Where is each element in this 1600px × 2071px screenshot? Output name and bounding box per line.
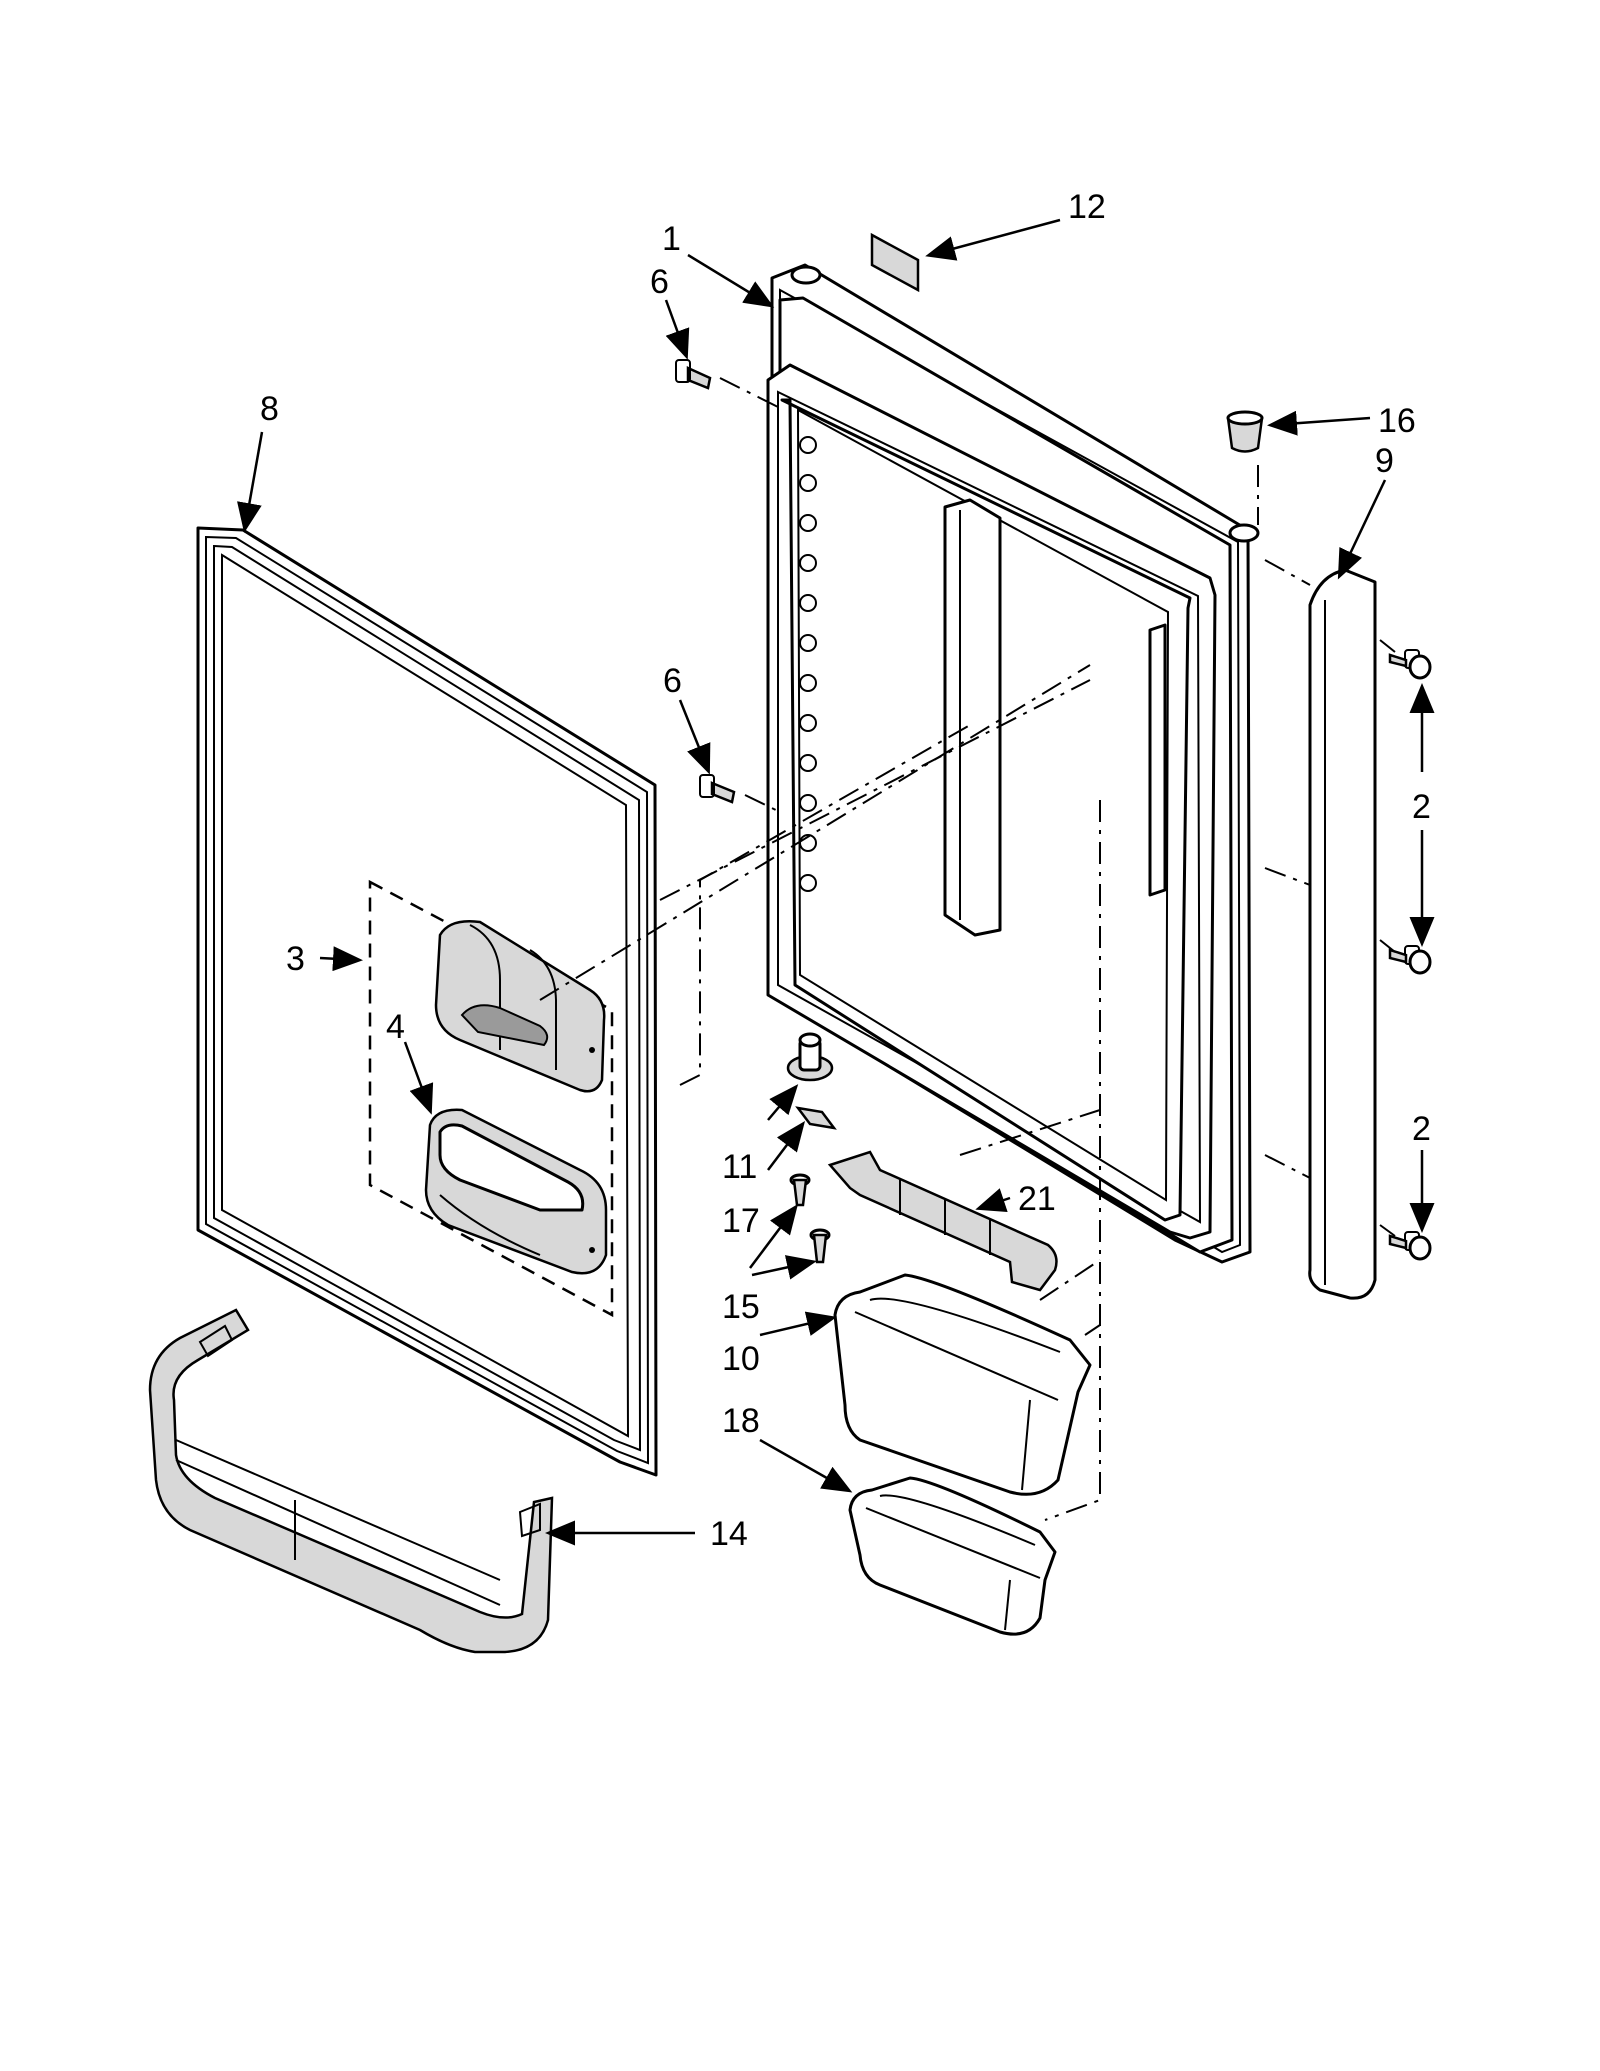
screw-part-15-b[interactable] — [809, 1228, 831, 1264]
callout-18: 18 — [722, 1402, 760, 1440]
callout-8: 8 — [260, 390, 279, 428]
bottom-door-shelf-part-14[interactable] — [148, 1308, 554, 1654]
callout-1: 1 — [662, 220, 681, 258]
assembly-lines — [539, 377, 1396, 1521]
label-part-12[interactable] — [870, 232, 920, 293]
plug-part-16[interactable] — [1226, 410, 1264, 453]
callout-14: 14 — [710, 1515, 748, 1553]
callout-6-upper: 6 — [650, 263, 669, 301]
shelf-studs — [799, 436, 817, 892]
callout-17: 17 — [722, 1202, 760, 1240]
dispenser-assembly-outline — [368, 879, 614, 1318]
dispenser-tray-part-4[interactable] — [424, 1108, 608, 1275]
leader-3 — [319, 946, 363, 972]
leader-17 — [767, 1121, 806, 1171]
door-bin-large-part-10[interactable] — [833, 1273, 1092, 1496]
screw-part-6-lower[interactable] — [699, 774, 736, 804]
dispenser-module-part-3[interactable] — [434, 920, 606, 1093]
bracket-part-17[interactable] — [795, 1106, 837, 1130]
leader-12 — [925, 218, 1061, 261]
leader-8 — [237, 431, 264, 533]
leader-4 — [403, 1041, 434, 1115]
callout-9: 9 — [1375, 442, 1394, 480]
callout-4: 4 — [386, 1008, 405, 1046]
handle-part-9[interactable] — [1308, 568, 1377, 1300]
leader-9 — [1337, 479, 1387, 580]
leader-1 — [687, 253, 775, 308]
callout-21: 21 — [1018, 1180, 1056, 1218]
leader-6-upper — [664, 299, 690, 360]
screw-part-15-a[interactable] — [789, 1173, 811, 1207]
door-bin-small-part-18[interactable] — [848, 1476, 1057, 1636]
callout-3: 3 — [286, 940, 305, 978]
callout-6-lower: 6 — [663, 662, 682, 700]
callout-2-upper: 2 — [1412, 788, 1431, 826]
leader-21 — [975, 1188, 1011, 1212]
shelf-retainer-part-21[interactable] — [827, 1150, 1058, 1292]
leader-16 — [1267, 410, 1371, 436]
callout-15: 15 — [722, 1288, 760, 1326]
leader-15a — [749, 1204, 798, 1269]
leader-10 — [759, 1311, 837, 1337]
leader-18 — [759, 1438, 853, 1493]
callout-2-lower: 2 — [1412, 1110, 1431, 1148]
door-liner-part-1[interactable] — [766, 263, 1260, 1264]
leader-arrows — [237, 218, 1435, 1546]
screw-part-6-upper[interactable] — [675, 359, 712, 390]
handle-screw-part-2-bottom[interactable] — [1388, 1231, 1432, 1261]
callout-10: 10 — [722, 1340, 760, 1378]
leader-11 — [767, 1084, 799, 1121]
callout-12: 12 — [1068, 188, 1106, 226]
hinge-pin-part-11[interactable] — [786, 1032, 834, 1082]
callout-11: 11 — [722, 1148, 757, 1186]
leader-15b — [751, 1255, 817, 1280]
handle-screw-part-2-top[interactable] — [1388, 649, 1432, 680]
callout-16: 16 — [1378, 402, 1416, 440]
leader-6-lower — [678, 699, 711, 775]
handle-screw-part-2-middle[interactable] — [1388, 945, 1432, 975]
